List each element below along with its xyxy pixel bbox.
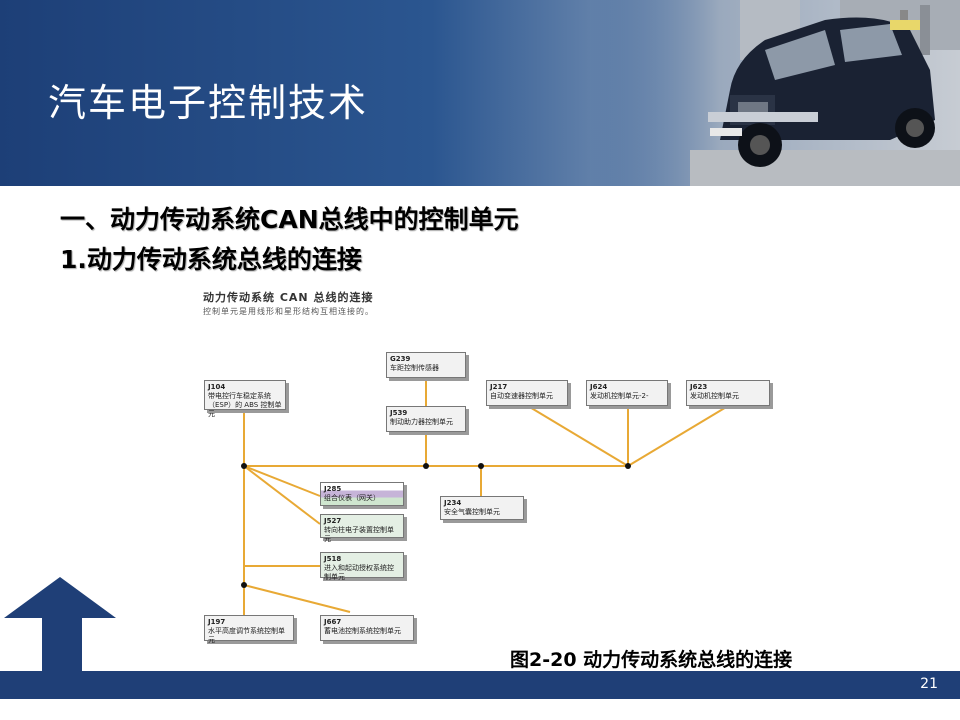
node-g239: G239 车距控制传感器	[386, 352, 466, 378]
node-j104: J104 带电控行车稳定系统（ESP）的 ABS 控制单元	[204, 380, 286, 410]
junction-dot	[241, 582, 247, 588]
node-j623: J623 发动机控制单元	[686, 380, 770, 406]
node-j234: J234 安全气囊控制单元	[440, 496, 524, 520]
node-j285-gateway: J285 组合仪表（网关）	[320, 482, 404, 506]
node-j539: J539 制动助力器控制单元	[386, 406, 466, 432]
branch-j285	[244, 466, 320, 496]
branch-j623	[628, 406, 728, 466]
junction-dot	[241, 463, 247, 469]
node-j518: J518 进入和起动授权系统控制单元	[320, 552, 404, 578]
junction-dot	[625, 463, 631, 469]
node-j624: J624 发动机控制单元-2-	[586, 380, 668, 406]
node-j527: J527 转向柱电子装置控制单元	[320, 514, 404, 538]
branch-j527	[244, 466, 320, 524]
footer-bar	[0, 671, 960, 699]
junction-dot	[478, 463, 484, 469]
figure-caption: 图2-20 动力传动系统总线的连接	[510, 645, 792, 672]
page-number: 21	[920, 676, 938, 692]
branch-j217	[528, 406, 628, 466]
branch-lower	[244, 585, 350, 612]
node-j217: J217 自动变速器控制单元	[486, 380, 568, 406]
node-j667: J667 蓄电池控制系统控制单元	[320, 615, 414, 641]
node-j197: J197 水平高度调节系统控制单元	[204, 615, 294, 641]
junction-dot	[423, 463, 429, 469]
